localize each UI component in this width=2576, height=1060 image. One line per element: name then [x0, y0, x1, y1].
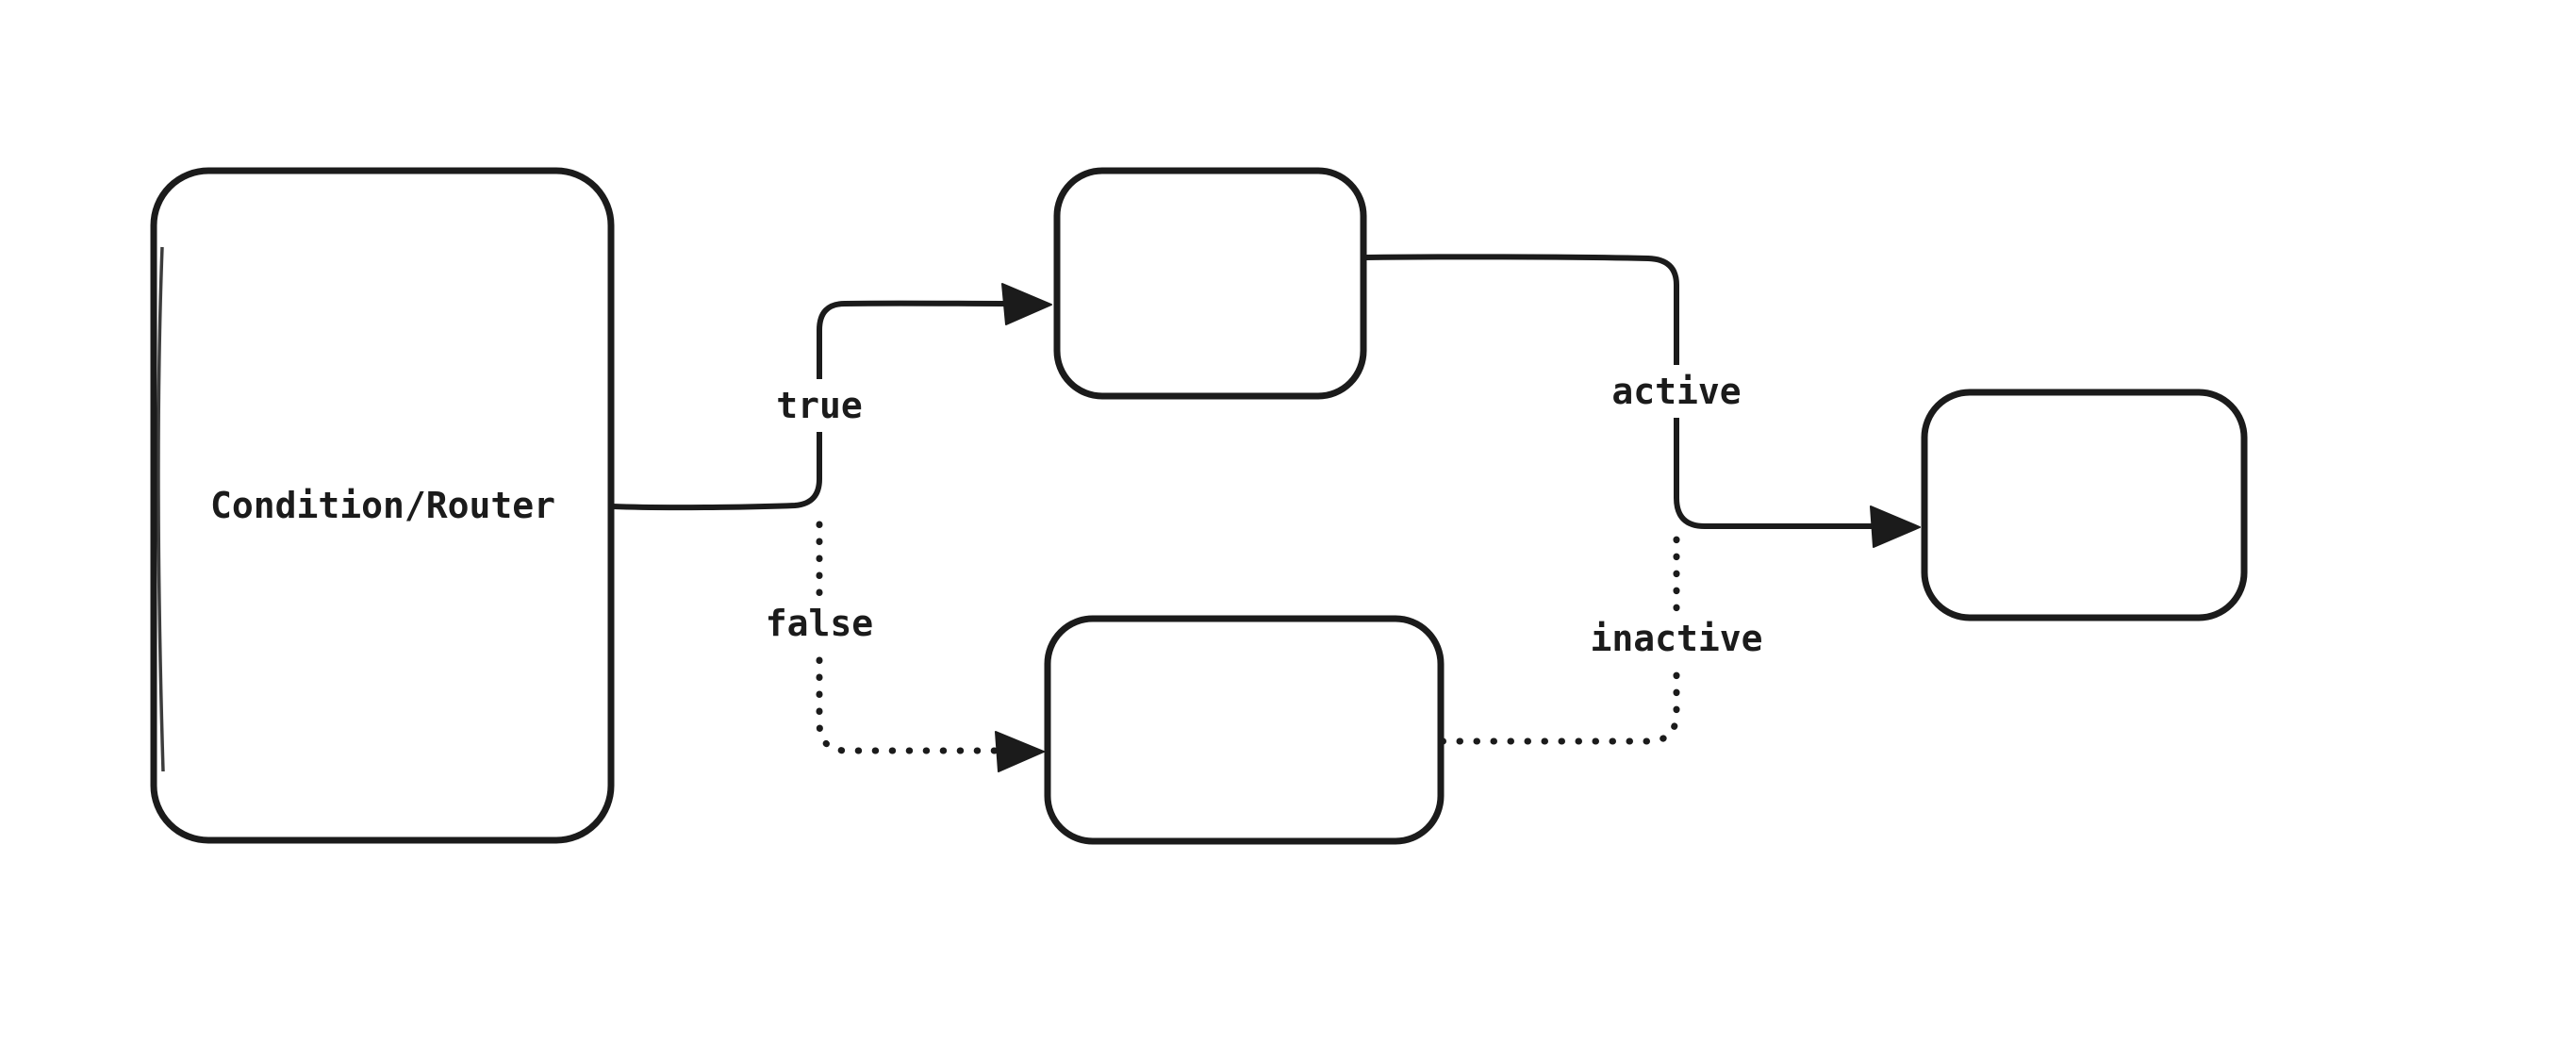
- arrowhead-active-icon: [1870, 505, 1921, 548]
- edge-label-active-bg: [1598, 365, 1755, 418]
- arrowhead-true-icon: [1001, 283, 1052, 325]
- edge-label-true-bg: [766, 379, 873, 432]
- edge-inactive: [1439, 536, 1680, 745]
- node-final: [1921, 389, 2248, 621]
- node-true-target: [1053, 167, 1367, 400]
- edge-label-inactive-bg: [1577, 612, 1776, 665]
- arrowhead-false-icon: [995, 731, 1045, 772]
- edge-label-false: false: [766, 603, 873, 644]
- node-label-condition-router: Condition/Router: [210, 485, 555, 526]
- node-false-target: [1044, 615, 1445, 845]
- edge-active: [1363, 254, 1875, 529]
- edge-label-true: true: [776, 385, 863, 426]
- node-condition-router: [150, 167, 615, 844]
- edge-label-false-bg: [753, 597, 885, 650]
- edge-label-inactive: inactive: [1590, 618, 1762, 659]
- edge-false: [816, 521, 999, 754]
- node-condition-router-overdraw: [157, 246, 165, 772]
- edge-label-active: active: [1611, 371, 1741, 412]
